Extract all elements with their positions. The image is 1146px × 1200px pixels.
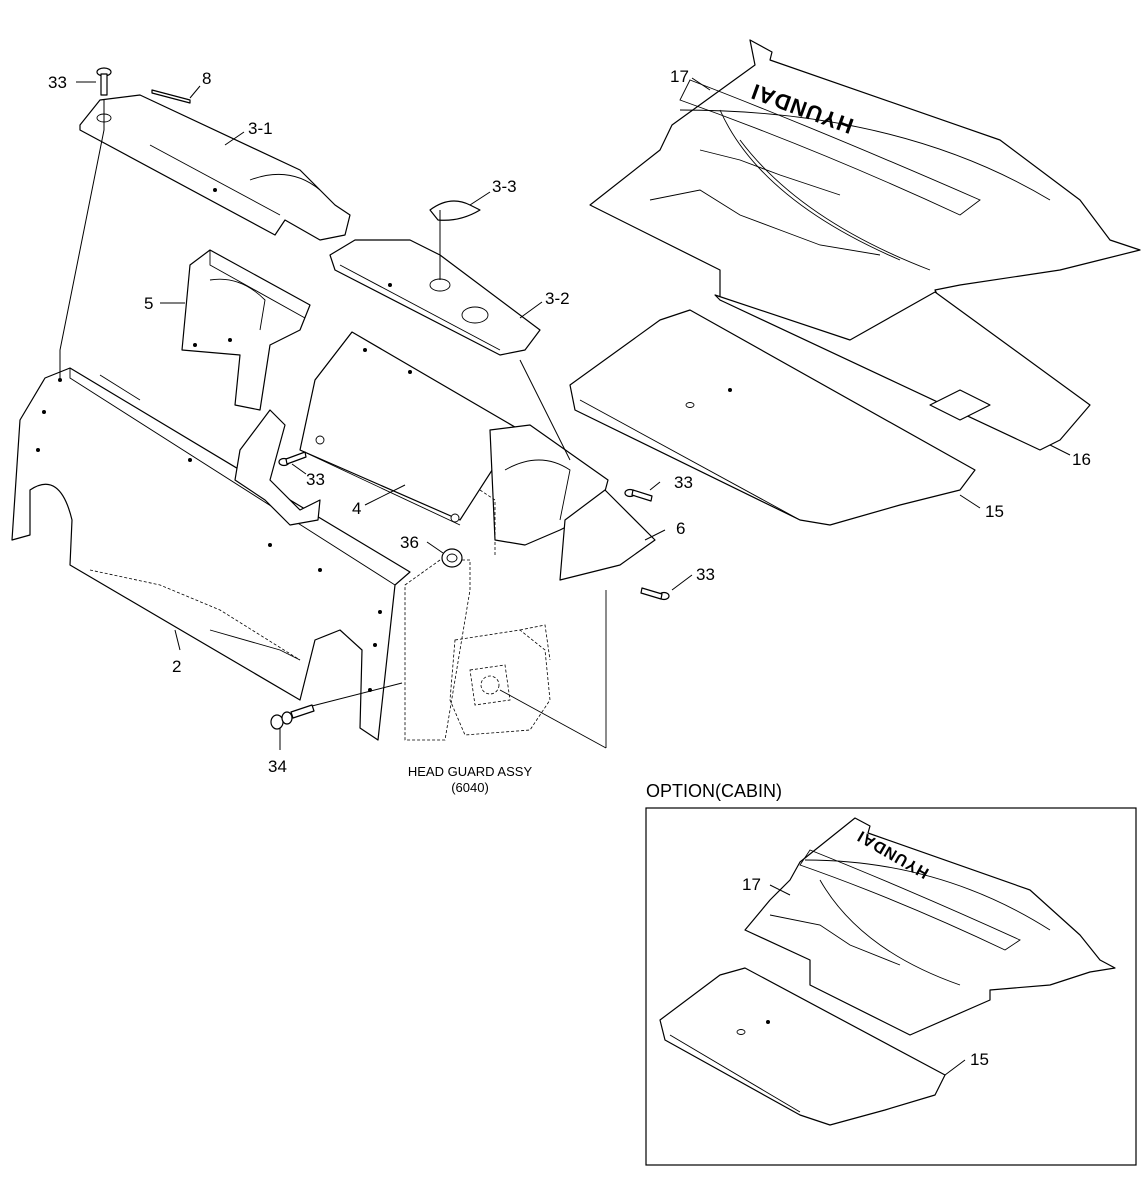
- callout-8: 8: [202, 69, 211, 88]
- head-guard-caption-line2: (6040): [451, 780, 489, 795]
- callout-17: 17: [670, 67, 689, 86]
- option-part-15-floor-plate: [659, 967, 946, 1126]
- callout-3-1: 3-1: [248, 119, 273, 138]
- callout-16: 16: [1072, 450, 1091, 469]
- head-guard-caption: HEAD GUARD ASSY (6040): [408, 764, 533, 795]
- part-16-tray: [714, 291, 1091, 451]
- option-cabin-panel: OPTION(CABIN) HYUNDAI 17 15: [645, 781, 1137, 1166]
- callout-33-top: 33: [48, 73, 67, 92]
- callout-3-2: 3-2: [545, 289, 570, 308]
- callout-4: 4: [352, 499, 361, 518]
- part-4-center-panel: [299, 331, 521, 526]
- part-5-bracket: [181, 249, 311, 411]
- callout-15: 15: [985, 502, 1004, 521]
- option-frame: [645, 807, 1137, 1166]
- part-6-side-duct: [479, 424, 656, 581]
- callout-2: 2: [172, 657, 181, 676]
- mount-bracket: [234, 409, 321, 526]
- bolt-34: [270, 704, 315, 730]
- grommet-36: [441, 548, 463, 568]
- screw-33-lower: [640, 587, 670, 601]
- part-15-floor-plate: [569, 309, 976, 526]
- callout-33-left: 33: [306, 470, 325, 489]
- option-callout-15: 15: [970, 1050, 989, 1069]
- callouts: 33 8 3-1 3-3 3-2 5 33 4 33 36 6 33 2 34 …: [48, 67, 1091, 776]
- callout-3-3: 3-3: [492, 177, 517, 196]
- part-8-strip: [151, 89, 191, 104]
- part-3-2-top-cover: [329, 239, 541, 356]
- part-2-rear-panel: [11, 367, 411, 741]
- head-guard-caption-line1: HEAD GUARD ASSY: [408, 764, 533, 779]
- callout-34: 34: [268, 757, 287, 776]
- fasteners: [96, 67, 670, 730]
- callout-33-right: 33: [674, 473, 693, 492]
- head-guard-assy: [404, 559, 607, 749]
- callout-5: 5: [144, 294, 153, 313]
- screw-33-right: [624, 488, 653, 502]
- option-callout-17: 17: [742, 875, 761, 894]
- callout-36: 36: [400, 533, 419, 552]
- callout-6: 6: [676, 519, 685, 538]
- part-3-3-clip: [429, 200, 481, 280]
- part-17-floor-mat: HYUNDAI: [589, 39, 1141, 346]
- leader-lines: [59, 77, 1071, 750]
- part-3-1-top-cover: [79, 94, 351, 241]
- screw-33-top: [96, 67, 112, 96]
- screw-33-left: [278, 451, 307, 467]
- callout-33-lower: 33: [696, 565, 715, 584]
- option-title: OPTION(CABIN): [646, 781, 782, 801]
